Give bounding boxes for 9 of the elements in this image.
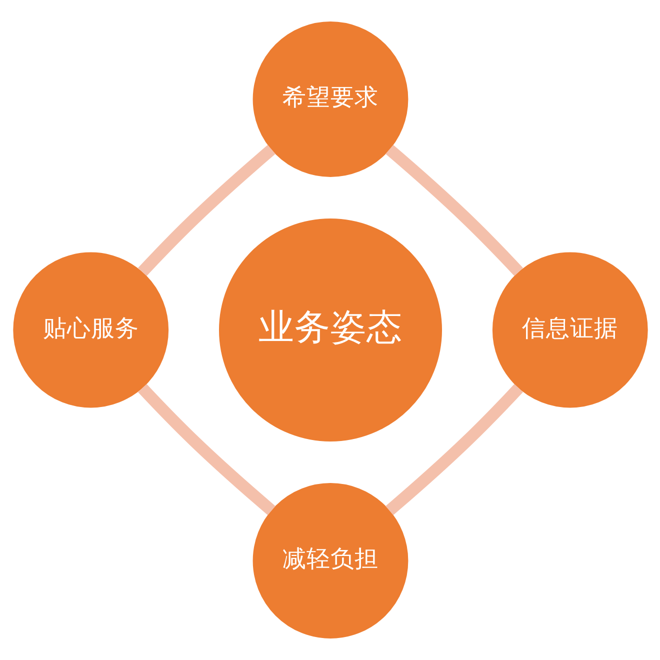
connector (137, 144, 275, 276)
node-circle: 希望要求 (252, 22, 408, 177)
connector (385, 144, 523, 276)
node-circle: 业务姿态 (218, 218, 442, 442)
node-circle: 减轻负担 (252, 483, 408, 638)
node-circle: 贴心服务 (12, 252, 168, 408)
node-circle: 信息证据 (492, 252, 648, 408)
connector (137, 384, 275, 516)
connector (385, 384, 523, 516)
